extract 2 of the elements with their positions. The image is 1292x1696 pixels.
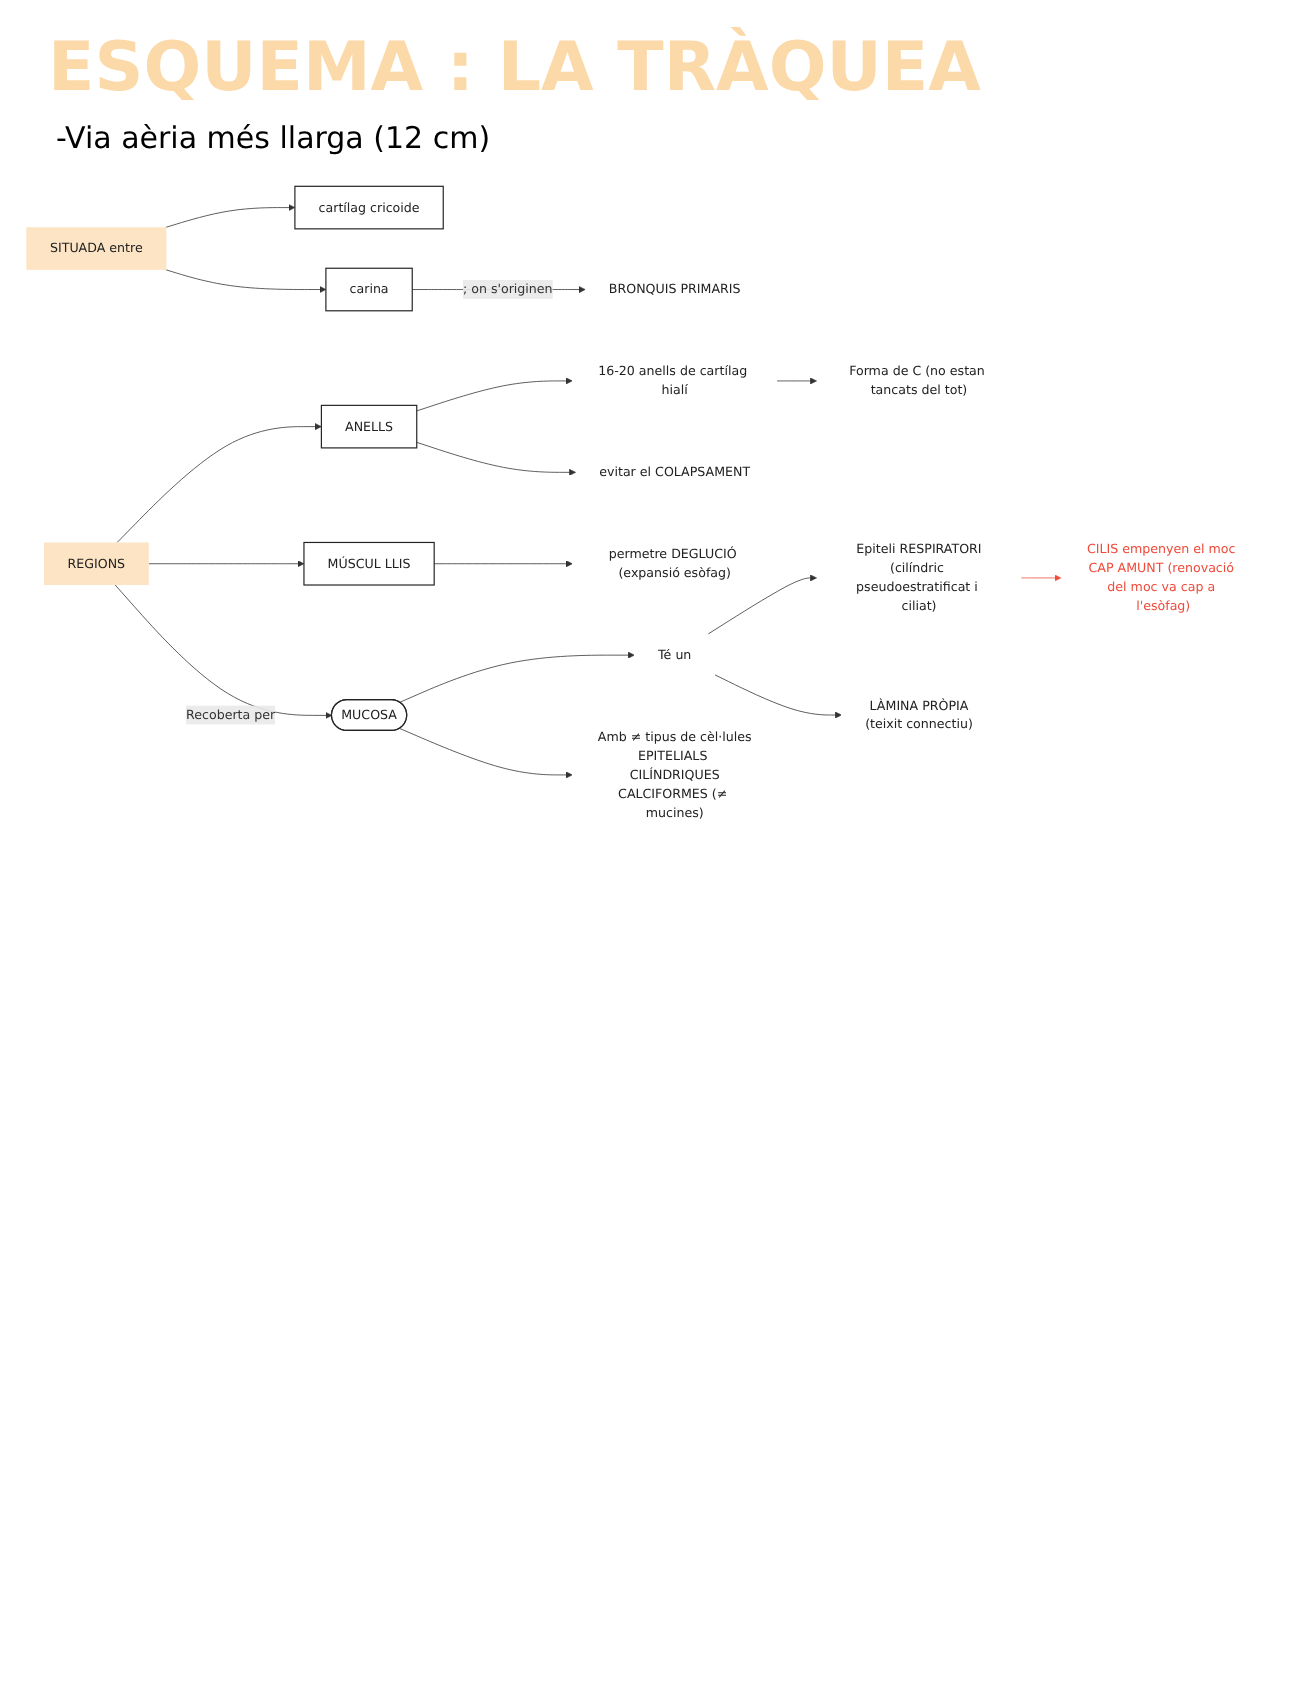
note-text: -Via aèria més llarga (12 cm) bbox=[54, 118, 493, 160]
title: ESQUEMA : LA TRÀQUEA bbox=[46, 25, 983, 112]
